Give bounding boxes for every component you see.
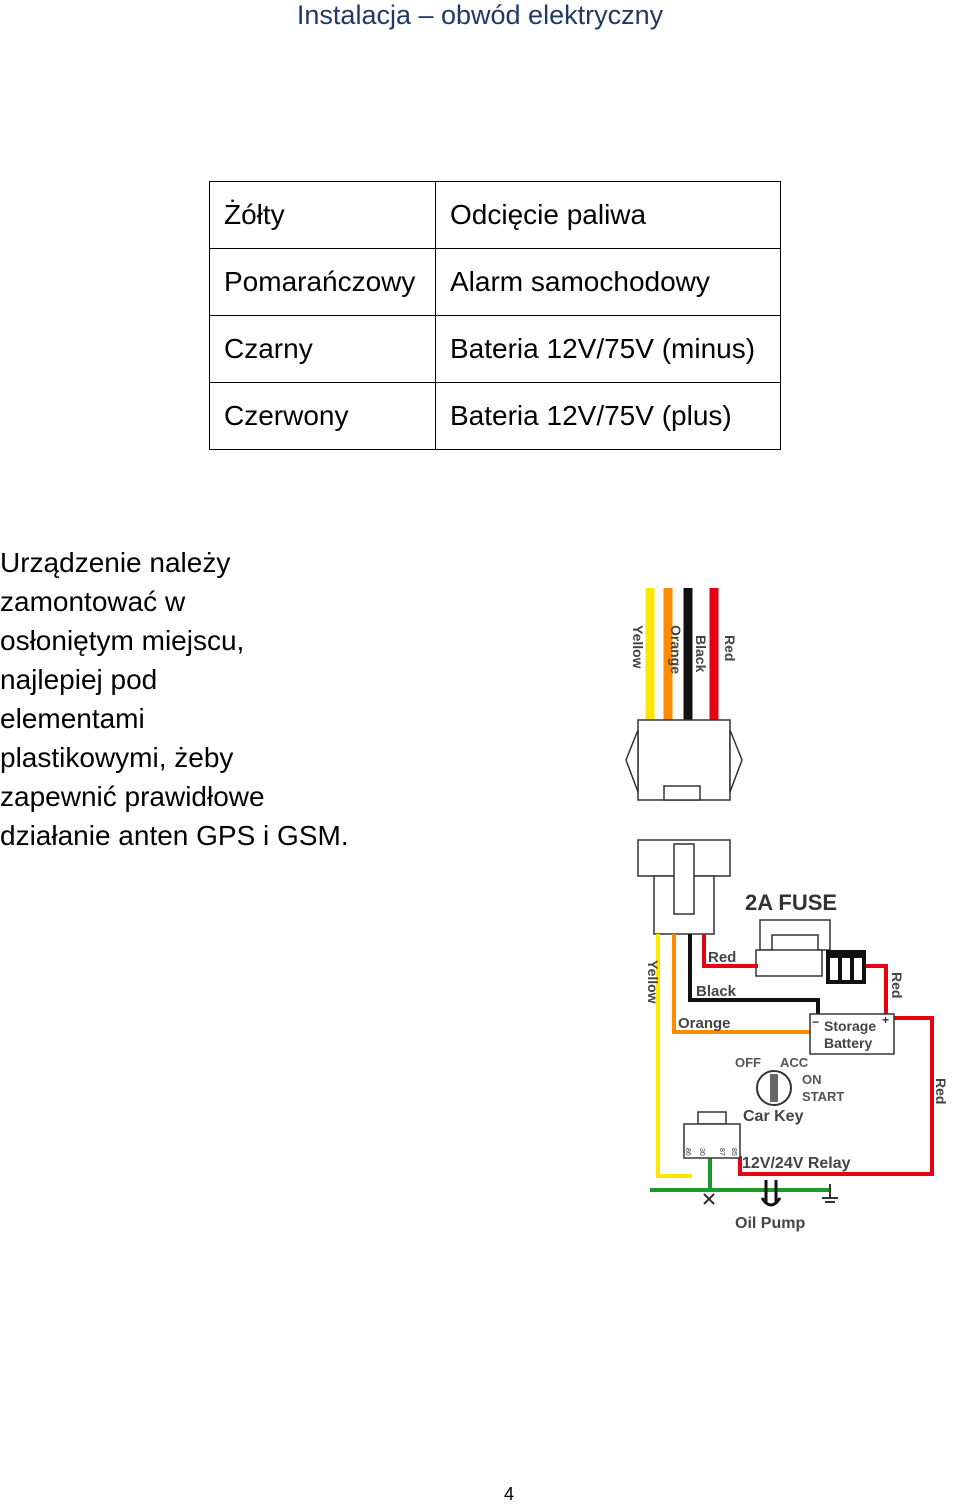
note-line: zapewnić prawidłowe — [0, 781, 265, 812]
note-line: Urządzenie należy — [0, 547, 231, 578]
note-line: działanie anten GPS i GSM. — [0, 820, 349, 851]
label-red-right: Red — [933, 1078, 949, 1104]
table-row: Czerwony Bateria 12V/75V (plus) — [209, 382, 781, 450]
battery-label-2: Battery — [824, 1035, 872, 1051]
label-red-top: Red — [708, 949, 736, 966]
key-switch-icon — [756, 1070, 792, 1106]
circuit-wires — [650, 934, 934, 1192]
table-row: Żółty Odcięcie paliwa — [209, 181, 781, 249]
battery-label-1: Storage — [824, 1018, 876, 1034]
table-row: Czarny Bateria 12V/75V (minus) — [209, 315, 781, 383]
fuse-label: 2A FUSE — [745, 890, 837, 915]
connector-label-yellow: Yellow — [630, 625, 646, 669]
relay — [683, 1111, 741, 1159]
red-circuit-wire-to-relay — [738, 1016, 934, 1176]
wiring-diagram: Yellow Orange Black Red 2A FUSE — [625, 588, 949, 1232]
installation-note: Urządzenie należy zamontować w osłonięty… — [0, 543, 380, 855]
table-row: Pomarańczowy Alarm samochodowy — [209, 248, 781, 316]
orange-circuit-wire — [672, 934, 812, 1034]
fuse-element — [826, 950, 866, 984]
wire-function-cell: Bateria 12V/75V (plus) — [435, 382, 781, 450]
relay-pin: 87 — [718, 1148, 725, 1156]
page-number: 4 — [503, 1484, 514, 1504]
cut-mark-icon — [703, 1193, 715, 1205]
connector-wires — [645, 588, 719, 720]
wire-color-cell: Czerwony — [209, 382, 436, 450]
red-circuit-wire-to-battery — [866, 964, 888, 1018]
wire-color-cell: Pomarańczowy — [209, 248, 436, 316]
label-red-side: Red — [889, 972, 905, 998]
note-line: najlepiej pod — [0, 664, 158, 695]
relay-label: 12V/24V Relay — [742, 1155, 851, 1172]
relay-pin: 30 — [698, 1148, 705, 1156]
key-start: START — [802, 1089, 844, 1104]
car-key-label: Car Key — [743, 1108, 804, 1125]
note-line: zamontować w — [0, 586, 186, 617]
connector-label-black: Black — [693, 635, 709, 673]
mating-connector — [637, 839, 731, 935]
battery-minus: − — [812, 1015, 819, 1029]
black-circuit-wire — [688, 934, 820, 1016]
label-yellow: Yellow — [645, 960, 661, 1004]
key-off: OFF — [735, 1055, 761, 1070]
label-black: Black — [696, 983, 737, 1000]
wire-color-cell: Żółty — [209, 181, 436, 249]
yellow-circuit-wire — [656, 934, 692, 1178]
wire-function-cell: Alarm samochodowy — [435, 248, 781, 316]
wire-function-cell: Bateria 12V/75V (minus) — [435, 315, 781, 383]
wire-color-cell: Czarny — [209, 315, 436, 383]
fuse-holder — [755, 919, 831, 977]
oil-pump-label: Oil Pump — [735, 1215, 805, 1232]
relay-pin: 85 — [730, 1148, 737, 1156]
ground-icon — [822, 1184, 838, 1203]
wire-color-table: Żółty Odcięcie paliwa Pomarańczowy Alarm… — [209, 181, 781, 450]
connector-label-orange: Orange — [668, 625, 684, 674]
label-orange: Orange — [678, 1015, 731, 1032]
oil-pump-icon — [760, 1180, 782, 1207]
key-acc: ACC — [780, 1055, 809, 1070]
battery-plus: + — [882, 1013, 889, 1027]
page-title: Instalacja – obwód elektryczny — [296, 0, 664, 30]
device-connector — [625, 719, 743, 801]
storage-battery — [809, 1013, 895, 1055]
note-line: plastikowymi, żeby — [0, 742, 234, 773]
relay-pin: 86 — [684, 1148, 691, 1156]
connector-label-red: Red — [722, 635, 738, 661]
note-line: osłoniętym miejscu, — [0, 625, 245, 656]
note-line: elementami — [0, 703, 145, 734]
red-circuit-wire-to-fuse — [702, 934, 758, 968]
wire-function-cell: Odcięcie paliwa — [435, 181, 781, 249]
key-on: ON — [802, 1072, 822, 1087]
